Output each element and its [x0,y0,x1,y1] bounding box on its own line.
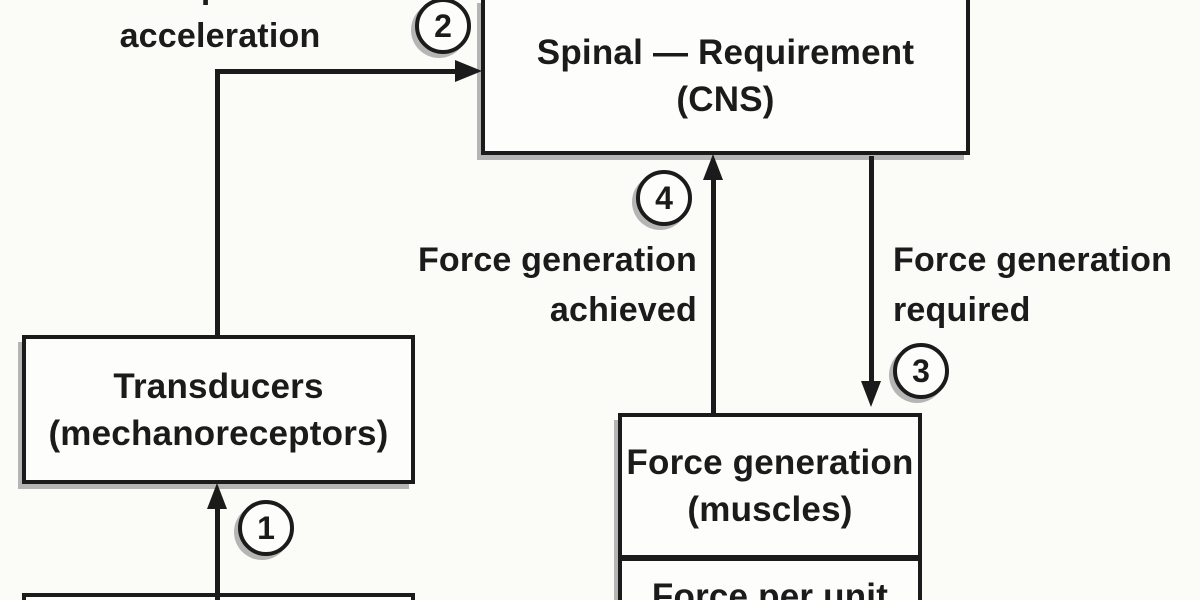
force-per-unit-time-box: Force per unit time [618,557,922,600]
force-generation-required-label-line1: Force generation [893,241,1173,279]
feedback-achieved-line [711,178,716,413]
force-generation-muscles-box: Force generation (muscles) [618,413,922,559]
step-marker-2-number: 2 [434,7,452,44]
step-marker-2: 2 [415,0,471,54]
step-marker-3: 3 [893,343,949,399]
step-marker-4-number: 4 [655,179,673,216]
feedback-achieved-arrowhead-icon [703,154,723,180]
efferent-required-arrowhead-icon [861,381,881,407]
force-per-unit-time-box-line1: Force per unit time [651,577,889,600]
transducers-box-line1: Transducers [113,366,324,406]
afferent-signal-label-line1: Peripheral [95,0,345,12]
force-generation-muscles-box-line1: Force generation [626,443,914,482]
step-marker-1-number: 1 [257,509,275,546]
force-generation-muscles-box-line2: (muscles) [687,490,853,529]
spinal-cns-box-line2: (CNS) [676,79,775,119]
force-generation-required-label: Force generation required [893,235,1200,335]
transducers-box-line2: (mechanoreceptors) [48,413,389,453]
afferent-arrowhead-icon [455,60,482,82]
force-generation-achieved-label-line1: Force generation [417,241,697,279]
afferent-horizontal-line [215,69,457,74]
stimulus-arrowhead-icon [207,483,227,509]
force-generation-achieved-label-line2: achieved [549,291,697,329]
afferent-signal-label-line2: acceleration [119,17,321,55]
force-generation-required-label-line2: required [893,291,1031,329]
spinal-cns-box-line1: Spinal — Requirement [536,32,915,72]
step-marker-4: 4 [636,170,692,226]
step-marker-3-number: 3 [912,352,930,389]
stimulus-line [215,505,220,600]
afferent-vertical-line [215,69,220,336]
force-generation-achieved-label: Force generation achieved [375,235,697,335]
afferent-signal-label: Peripheral acceleration [95,0,345,61]
spinal-cns-box: Spinal — Requirement (CNS) [481,0,970,155]
step-marker-1: 1 [238,500,294,556]
transducers-box: Transducers (mechanoreceptors) [22,335,415,484]
efferent-required-line [869,156,874,382]
